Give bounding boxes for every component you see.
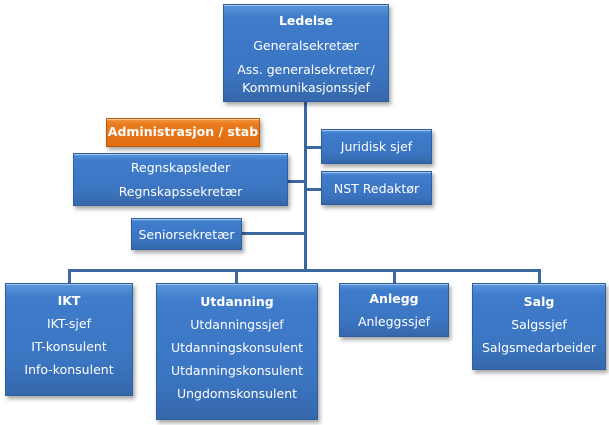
staff-label-text: Administrasjon / stab	[107, 124, 259, 139]
department-title: Utdanning	[200, 294, 274, 309]
senior-box: Seniorsekretær	[131, 218, 242, 250]
department-role: Info-konsulent	[24, 362, 114, 377]
leadership-role: Kommunikasjonssjef	[242, 80, 370, 95]
leadership-role: Generalsekretær	[253, 38, 359, 53]
leadership-role: Ass. generalsekretær/	[237, 62, 375, 77]
department-anlegg: Anlegg Anleggssjef	[339, 283, 449, 337]
department-title: IKT	[57, 293, 81, 308]
editor-connector	[304, 188, 322, 191]
anlegg-drop	[393, 269, 396, 284]
department-role: Ungdomskonsulent	[176, 386, 298, 401]
department-bus	[68, 269, 541, 272]
department-role: IT-konsulent	[31, 339, 107, 354]
department-role: Utdanningskonsulent	[170, 340, 304, 355]
salg-drop	[538, 269, 541, 284]
department-title: Anlegg	[369, 291, 419, 306]
staff-label: Administrasjon / stab	[106, 118, 260, 147]
department-utdanning: Utdanning Utdanningssjef Utdanningskonsu…	[156, 283, 318, 420]
editor-box: NST Redaktør	[321, 171, 432, 205]
department-title: Salg	[523, 294, 555, 309]
department-role: Utdanningskonsulent	[170, 363, 304, 378]
legal-role: Juridisk sjef	[340, 139, 413, 154]
department-role: IKT-sjef	[47, 316, 91, 331]
editor-role: NST Redaktør	[333, 180, 420, 196]
department-role: Salgssjef	[511, 317, 567, 332]
leadership-title: Ledelse	[278, 13, 334, 28]
accounting-box: Regnskapsleder Regnskapssekretær	[73, 153, 288, 206]
department-role: Utdanningssjef	[190, 317, 284, 332]
ikt-drop	[68, 269, 71, 284]
department-ikt: IKT IKT-sjef IT-konsulent Info-konsulent	[5, 283, 133, 396]
department-role: Salgsmedarbeider	[482, 340, 596, 355]
legal-box: Juridisk sjef	[321, 129, 432, 164]
department-salg: Salg Salgssjef Salgsmedarbeider	[472, 283, 606, 370]
accounting-role: Regnskapssekretær	[118, 184, 243, 199]
senior-role: Seniorsekretær	[138, 226, 235, 242]
main-vertical-connector	[304, 102, 307, 272]
senior-connector	[242, 232, 305, 235]
accounting-role: Regnskapsleder	[130, 160, 231, 175]
utdanning-drop	[235, 269, 238, 284]
department-role: Anleggssjef	[357, 314, 431, 329]
legal-connector	[304, 146, 322, 149]
accounting-connector	[288, 180, 305, 183]
leadership-box: Ledelse Generalsekretær Ass. generalsekr…	[223, 4, 389, 102]
